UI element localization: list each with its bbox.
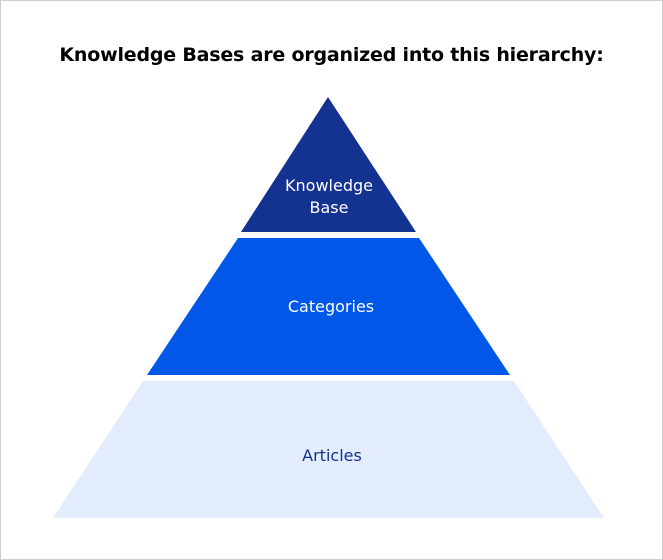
- diagram-title: Knowledge Bases are organized into this …: [59, 44, 604, 66]
- tier-articles-label: Articles: [302, 446, 362, 465]
- tier-categories: [147, 238, 510, 375]
- tier-categories-label: Categories: [288, 297, 374, 316]
- tier-knowledge-base-label-line1: Knowledge: [285, 176, 373, 195]
- tier-knowledge-base-label-line2: Base: [310, 198, 349, 217]
- tier-knowledge-base: [241, 97, 416, 232]
- tier-articles: [53, 381, 604, 518]
